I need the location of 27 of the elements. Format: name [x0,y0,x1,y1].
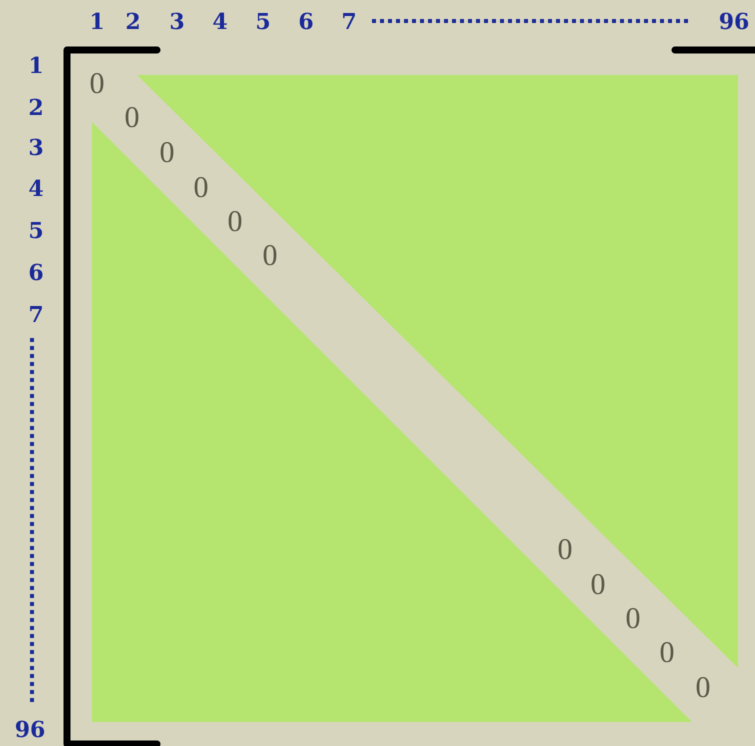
matrix-entry: 0 [660,638,674,668]
row-number: 96 [14,719,46,741]
column-number: 2 [125,11,141,33]
matrix-entry: 0 [626,604,640,634]
column-number: 1 [89,11,105,33]
column-number: 3 [169,11,185,33]
column-number: 5 [255,11,271,33]
row-number: 3 [28,137,44,159]
matrix-entry: 0 [228,207,242,237]
row-number: 7 [28,304,44,326]
matrix-entry: 0 [124,103,140,133]
row-number: 1 [28,55,44,77]
row-number: 6 [28,262,44,284]
column-number: 7 [341,11,357,33]
column-number: 96 [718,11,750,33]
row-number: 4 [28,178,44,200]
column-number: 4 [212,11,228,33]
matrix-entry: 0 [160,138,174,168]
matrix-entry: 0 [262,241,278,271]
matrix-entry: 0 [696,673,710,703]
row-number: 5 [28,220,44,242]
column-number: 6 [298,11,314,33]
matrix-entry: 0 [194,173,208,203]
row-number: 2 [28,97,44,119]
matrix-entry: 0 [558,535,572,565]
matrix-entry: 0 [90,69,104,99]
matrix-entry: 0 [590,570,606,600]
